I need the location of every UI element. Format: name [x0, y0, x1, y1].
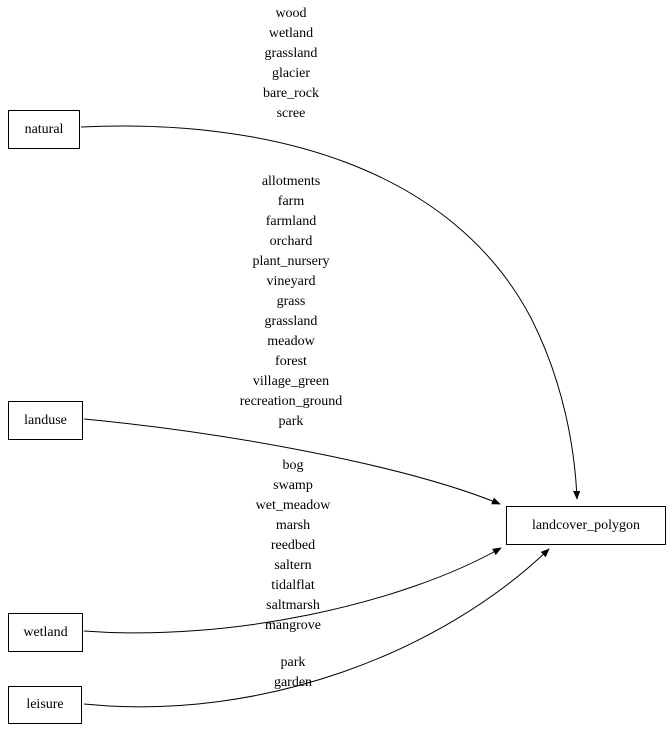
node-landuse: landuse: [8, 401, 83, 440]
edge-label-natural: wood wetland grassland glacier bare_rock…: [263, 6, 319, 121]
node-natural-label: natural: [24, 121, 64, 137]
edge-label-leisure: park garden: [273, 655, 313, 690]
node-wetland-label: wetland: [23, 624, 68, 640]
node-leisure-label: leisure: [26, 697, 64, 712]
node-wetland: wetland: [8, 613, 83, 652]
edge-label-landuse: allotments farm farmland orchard plant_n…: [239, 174, 343, 429]
node-natural: natural: [8, 110, 80, 149]
node-landuse-label: landuse: [24, 412, 67, 428]
node-leisure: leisure: [8, 686, 82, 724]
edge-label-wetland: bog swamp wet_meadow marsh reedbed salte…: [255, 458, 331, 633]
node-landcover-polygon: landcover_polygon: [506, 506, 666, 545]
node-landcover-polygon-label: landcover_polygon: [531, 517, 641, 533]
